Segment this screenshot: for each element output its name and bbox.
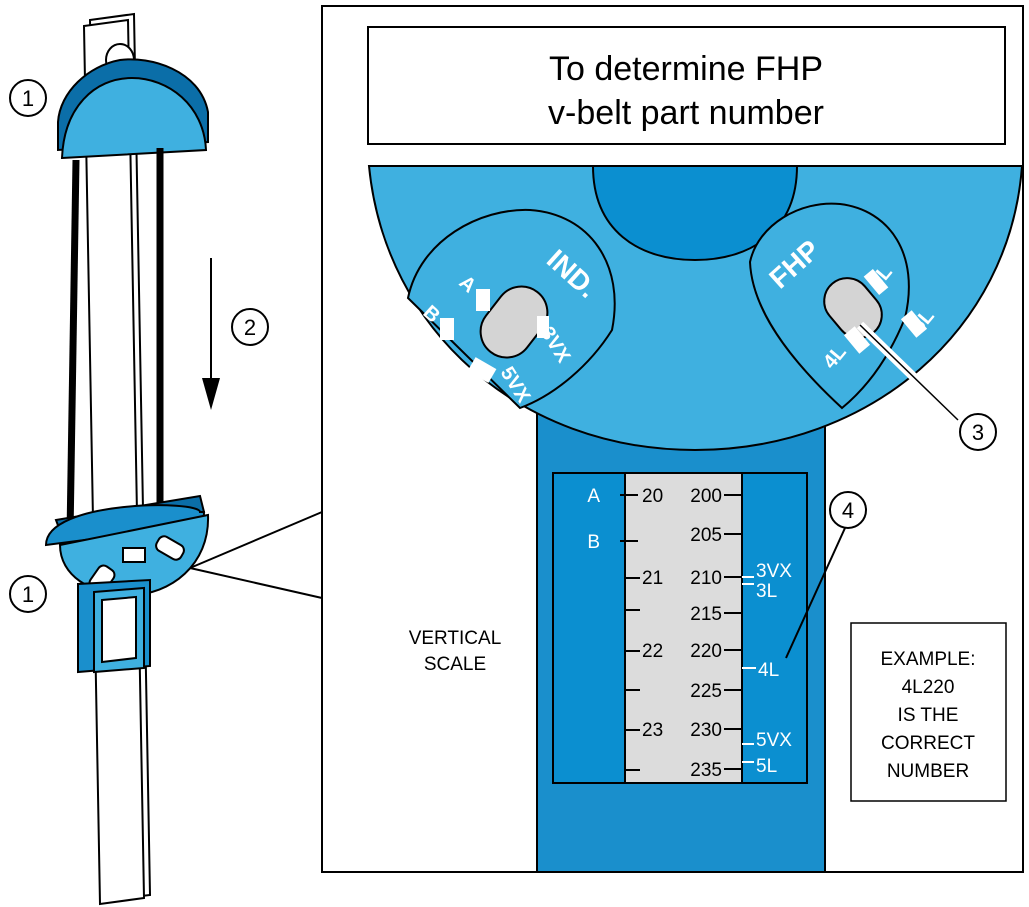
scale-small-20: 20 xyxy=(642,486,663,507)
scale-mark-4l: 4L xyxy=(758,660,779,681)
ind-mark-5vx xyxy=(467,357,497,383)
fhp-mark-5l xyxy=(900,310,928,338)
scale-small-21: 21 xyxy=(642,568,663,589)
fhp-mark-3l xyxy=(863,268,889,296)
pointer-to-callout-3 xyxy=(859,324,959,421)
example-line-4: CORRECT xyxy=(881,733,975,754)
svg-text:2: 2 xyxy=(244,315,256,340)
down-arrow-icon xyxy=(202,258,220,410)
scale-num-210: 210 xyxy=(690,568,722,589)
vertical-scale-label-line-2: SCALE xyxy=(424,654,486,675)
scale-mark-a: A xyxy=(587,486,600,507)
callout-2: 2 xyxy=(231,308,269,346)
pointer-to-callout-4 xyxy=(785,527,846,659)
scale-small-23: 23 xyxy=(642,720,663,741)
example-line-3: IS THE xyxy=(898,705,959,726)
svg-text:1: 1 xyxy=(22,582,34,607)
svg-text:3: 3 xyxy=(972,420,984,445)
svg-text:1: 1 xyxy=(22,86,34,111)
gauge-tool xyxy=(44,12,210,906)
scale-num-235: 235 xyxy=(690,760,722,781)
example-line-2: 4L220 xyxy=(902,677,955,698)
scale-mark-b: B xyxy=(587,532,600,553)
scale-num-220: 220 xyxy=(690,641,722,662)
callout-1-bottom: 1 xyxy=(9,575,47,613)
scale-num-200: 200 xyxy=(690,486,722,507)
zoom-line-upper xyxy=(189,511,323,569)
scale-num-230: 230 xyxy=(690,720,722,741)
title-line-1: To determine FHP xyxy=(549,50,823,88)
ind-slot xyxy=(479,285,549,359)
dial-slot-right xyxy=(155,535,185,561)
scale-mark-3l: 3L xyxy=(756,581,777,602)
example-line-5: NUMBER xyxy=(887,761,969,782)
callout-3: 3 xyxy=(959,413,997,451)
scale-num-225: 225 xyxy=(690,681,722,702)
ind-mark-a xyxy=(476,289,490,311)
scale-mark-5vx: 5VX xyxy=(756,730,792,751)
scale-window-gray xyxy=(624,472,743,784)
scale-ticks: A B 20 21 22 23 200 205 210 215 220 225 … xyxy=(587,486,792,781)
dial-hub xyxy=(591,165,799,262)
scale-num-215: 215 xyxy=(690,604,722,625)
zoom-line-lower xyxy=(189,567,323,599)
scale-mark-3vx: 3VX xyxy=(756,561,792,582)
scale-mark-5l: 5L xyxy=(756,756,777,777)
example-box: EXAMPLE: 4L220 IS THE CORRECT NUMBER xyxy=(850,622,1007,802)
scale-window xyxy=(101,595,137,664)
scale-small-22: 22 xyxy=(642,641,663,662)
left-guide-rail xyxy=(66,159,80,536)
example-line-1: EXAMPLE: xyxy=(880,649,975,670)
vertical-scale-label-line-1: VERTICAL xyxy=(409,628,502,649)
callout-1-top: 1 xyxy=(9,79,47,117)
top-slider[interactable] xyxy=(60,76,208,160)
title-line-2: v-belt part number xyxy=(548,94,824,132)
fhp-mark-4l xyxy=(843,326,871,354)
scale-num-205: 205 xyxy=(690,525,722,546)
title-box: To determine FHP v-belt part number xyxy=(367,26,1006,145)
callout-4: 4 xyxy=(829,491,867,529)
ind-mark-3vx xyxy=(537,316,549,338)
dial-window xyxy=(122,547,146,563)
ind-mark-b xyxy=(440,318,454,340)
svg-text:4: 4 xyxy=(842,498,854,523)
